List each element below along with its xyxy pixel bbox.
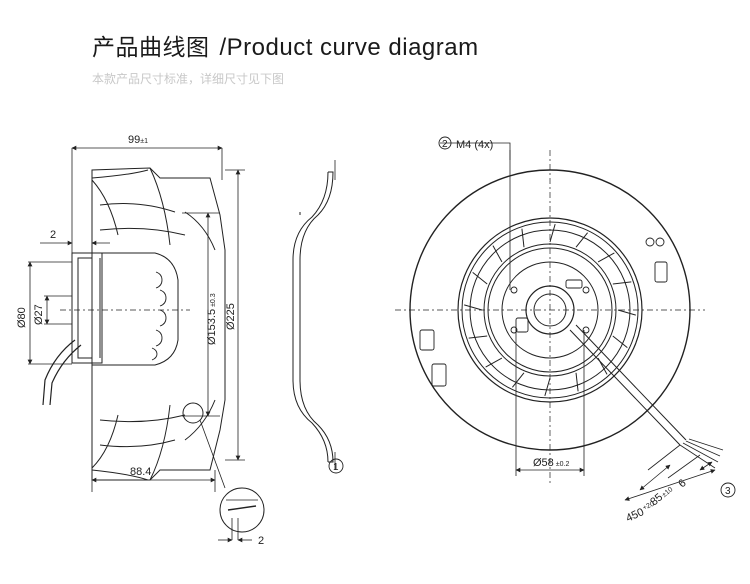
blade-stripe [521,228,525,248]
dim-dia-58: Ø58±0.2 [533,457,569,469]
page-title: 产品曲线图/Product curve diagram [92,28,479,62]
cable [42,339,76,406]
side-view-dimensions [27,145,245,492]
dim-detail-2: 2 [258,535,264,547]
blade-stripe [575,372,579,392]
blade-stripe [549,224,556,243]
dim-width-bottom: 88.4 [130,466,151,478]
page-subtitle: 本款产品尺寸标准，详细尺寸见下图 [92,72,285,86]
blade-stripe [544,377,551,396]
blade-stripe [575,232,589,248]
blade-stripe [464,304,483,311]
title-chinese: 产品曲线图 [92,35,210,61]
blade-stripe [612,281,632,285]
blade-stripe [492,245,503,263]
callout-2: 2 [442,139,448,150]
motor-hub [71,252,103,364]
dim-lip: 2 [50,229,56,241]
blade-stripe [468,335,488,339]
front-cable [569,324,724,469]
dim-dia-225: Ø225 [225,303,237,330]
title-english: /Product curve diagram [219,34,479,61]
callout-1: 1 [333,462,339,473]
front-view [395,150,705,485]
callout-1-circle [328,458,344,474]
front-dimensions [440,142,716,501]
detail-circle [182,402,204,424]
blade-stripe [485,357,503,368]
detail-view [218,487,265,543]
header: 产品曲线图/Product curve diagram 本款产品尺寸标准，详细尺… [92,28,479,87]
blade-stripe [617,309,636,316]
side-view [42,167,226,489]
callout-3-circle [720,482,736,498]
blade-stripe [597,252,615,263]
dim-m4-holes: M4 (4x) [456,139,493,151]
blade-stripe [612,335,628,349]
dim-dia-153: Ø153.5±0.3 [206,293,218,345]
dim-cable-450: 450+20 [624,501,657,525]
callout-2-circle [438,136,452,150]
dim-width-top: 99±1 [128,134,148,146]
stickers [419,237,668,387]
blade-stripe [511,372,525,388]
dim-dia-80: Ø80 [16,307,28,328]
inlet-profile [292,160,336,470]
dim-dia-27: Ø27 [33,304,45,325]
callout-3: 3 [725,486,731,497]
screw-holes [510,279,590,334]
blade-stripe [472,271,488,285]
